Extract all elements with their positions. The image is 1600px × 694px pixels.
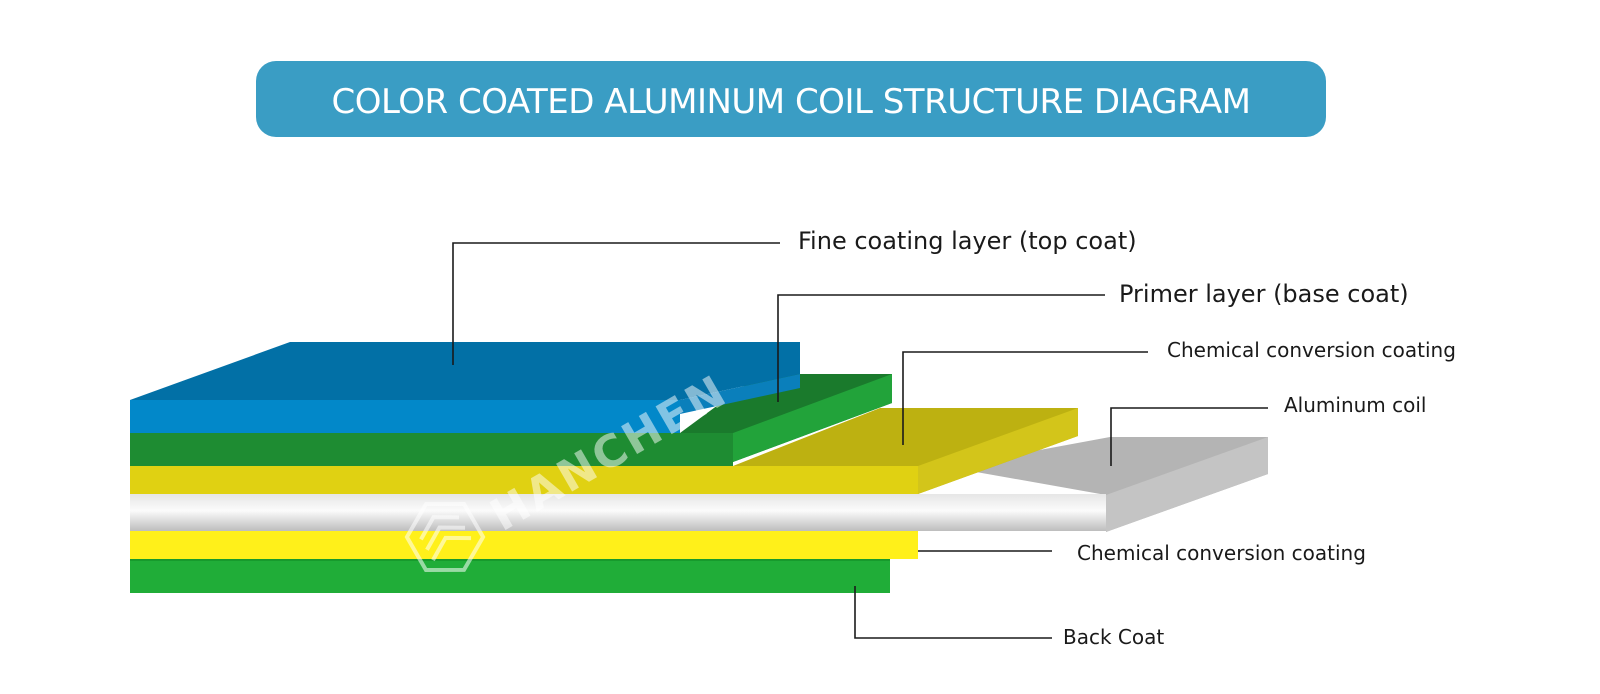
title-bar: COLOR COATED ALUMINUM COIL STRUCTURE DIA… [256, 61, 1326, 137]
layer-chem-conversion-top [130, 408, 1078, 494]
label-top-coat: Fine coating layer (top coat) [798, 227, 1137, 255]
layer-back-coat [130, 557, 890, 593]
label-chem-conversion-bottom: Chemical conversion coating [1077, 541, 1366, 565]
leader-back-coat [854, 586, 1052, 639]
label-chem-conversion-top: Chemical conversion coating [1167, 338, 1456, 362]
leader-aluminum [1110, 407, 1268, 466]
leader-primer [777, 294, 1105, 402]
leader-top-coat [452, 242, 780, 365]
leader-lines [452, 242, 1268, 639]
label-primer: Primer layer (base coat) [1119, 280, 1409, 308]
diagram-title: COLOR COATED ALUMINUM COIL STRUCTURE DIA… [332, 82, 1251, 122]
layer-aluminum-coil [130, 437, 1268, 532]
label-aluminum-coil: Aluminum coil [1284, 393, 1427, 417]
layer-top-coat [130, 342, 800, 433]
label-back-coat: Back Coat [1063, 625, 1164, 649]
watermark-logo-icon [404, 502, 486, 572]
leader-chem-top [902, 351, 1148, 445]
layer-chem-conversion-bottom [130, 531, 918, 559]
